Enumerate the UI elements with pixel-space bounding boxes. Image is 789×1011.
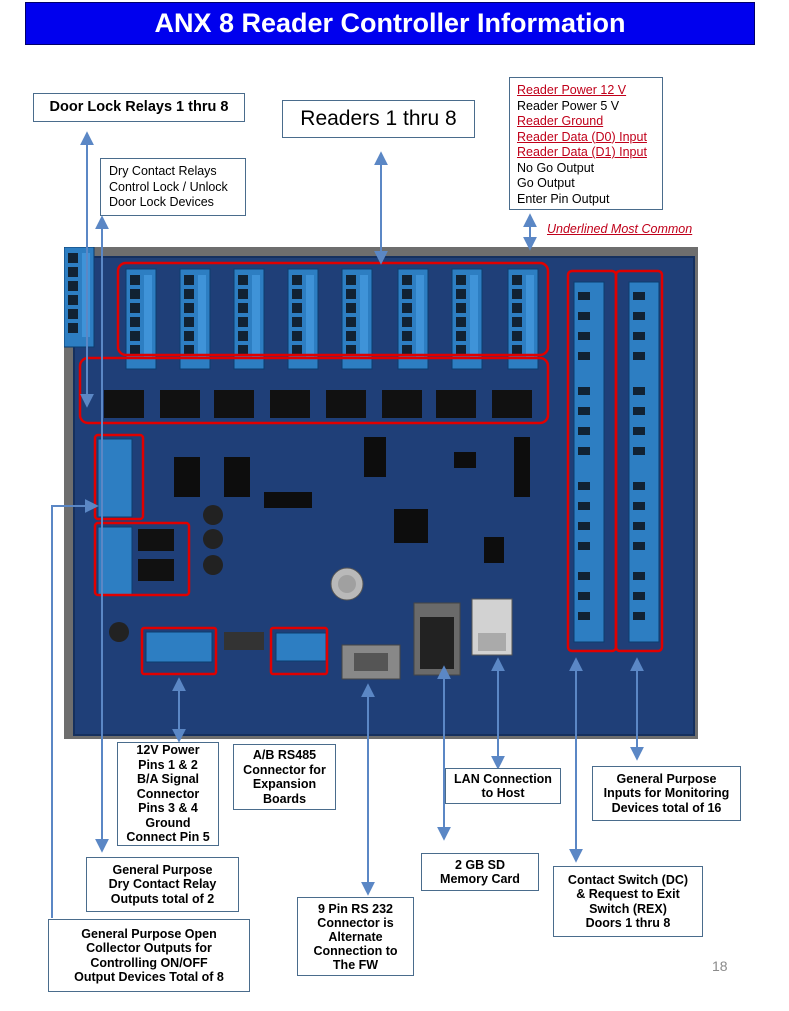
- title-banner: ANX 8 Reader Controller Information: [25, 2, 755, 45]
- label-12v-power: 12V Power Pins 1 & 2 B/A Signal Connecto…: [117, 742, 219, 846]
- label-rs232: 9 Pin RS 232 Connector is Alternate Conn…: [297, 897, 414, 976]
- board-illustration: [64, 247, 695, 736]
- circuit-board-photo: [64, 247, 698, 739]
- label-reader-pins: Reader Power 12 V Reader Power 5 V Reade…: [509, 77, 663, 210]
- label-lan-connection: LAN Connection to Host: [445, 768, 561, 804]
- label-gp-open-collector: General Purpose Open Collector Outputs f…: [48, 919, 250, 992]
- reader-pin-8: Enter Pin Output: [517, 191, 610, 206]
- label-gp-dry-relay: General Purpose Dry Contact Relay Output…: [86, 857, 239, 912]
- underlined-note: Underlined Most Common: [547, 222, 693, 236]
- input-terminal-columns: [573, 281, 660, 643]
- page-number: 18: [712, 958, 728, 974]
- label-door-lock-relays: Door Lock Relays 1 thru 8: [33, 93, 245, 122]
- reader-pin-4: Reader Data (D0) Input: [517, 129, 647, 144]
- label-contact-switch: Contact Switch (DC) & Request to Exit Sw…: [553, 866, 703, 937]
- highlight-boxes: [78, 261, 664, 676]
- label-readers: Readers 1 thru 8: [282, 100, 475, 138]
- reader-pin-1: Reader Power 12 V: [517, 83, 627, 97]
- reader-pin-5: Reader Data (D1) Input: [517, 145, 647, 159]
- reader-pin-2: Reader Power 5 V: [517, 98, 620, 113]
- reader-pin-6: No Go Output: [517, 160, 595, 175]
- label-rs485: A/B RS485 Connector for Expansion Boards: [233, 744, 336, 810]
- reader-pin-3: Reader Ground: [517, 114, 604, 128]
- reader-pin-7: Go Output: [517, 176, 575, 190]
- label-dry-contact-relays: Dry Contact Relays Control Lock / Unlock…: [100, 158, 246, 216]
- relay-row: [104, 390, 532, 418]
- label-gp-inputs: General Purpose Inputs for Monitoring De…: [592, 766, 741, 821]
- page-title: ANX 8 Reader Controller Information: [154, 8, 626, 38]
- label-sd-card: 2 GB SD Memory Card: [421, 853, 539, 891]
